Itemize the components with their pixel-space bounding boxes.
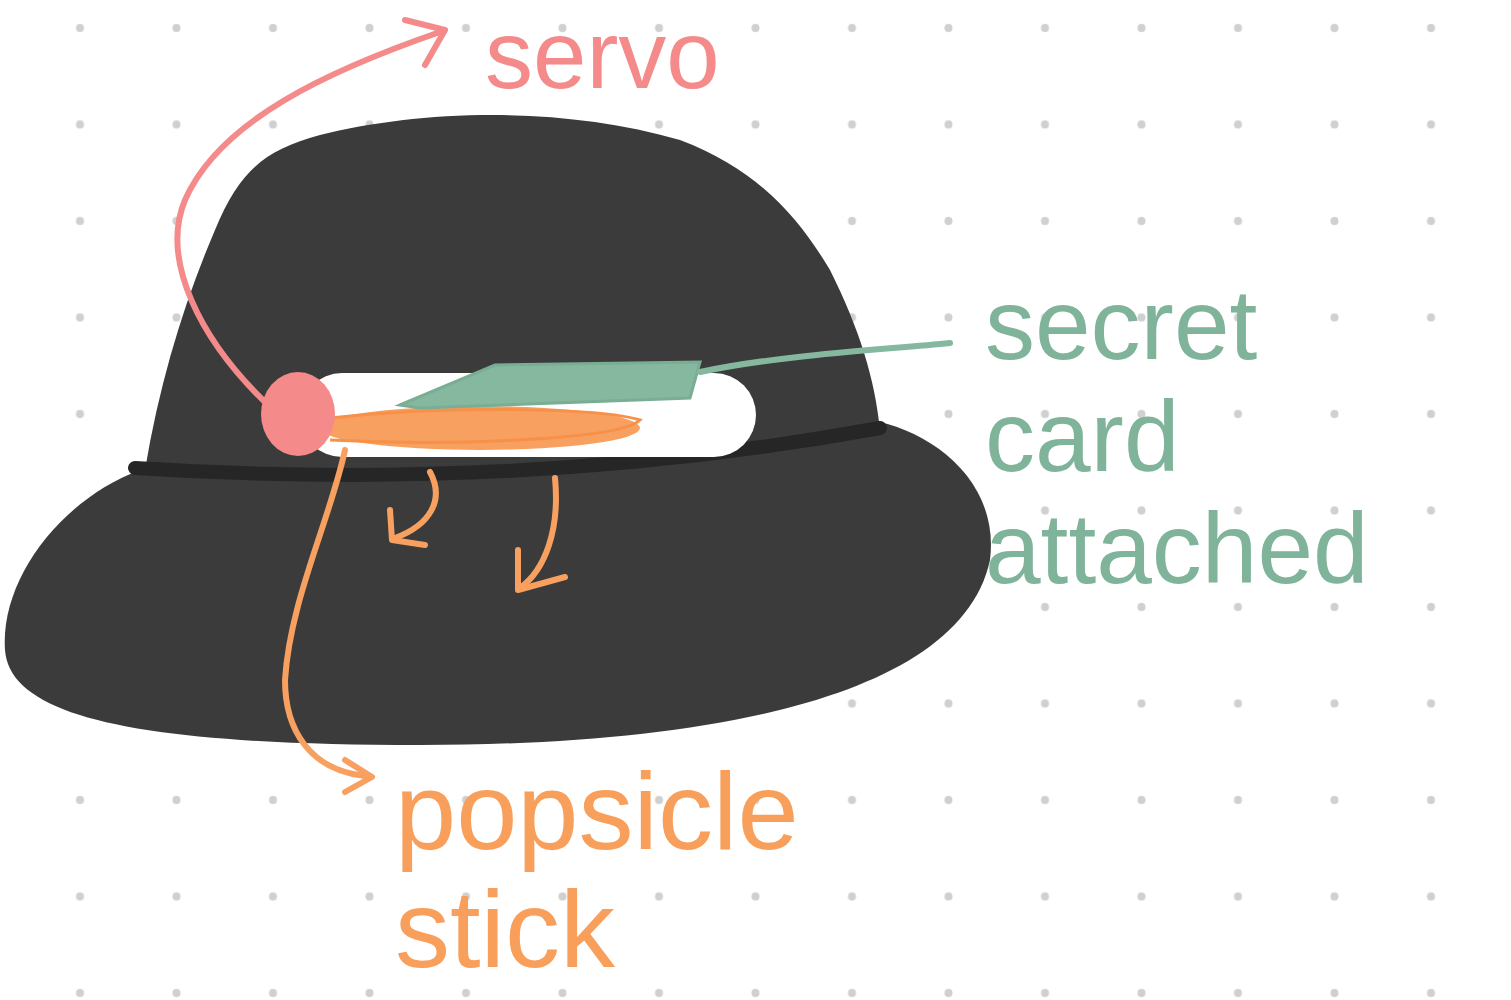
motion-arrow — [520, 478, 556, 588]
arrow-head — [345, 760, 372, 792]
servo-label: servo — [485, 5, 805, 105]
leader-line — [285, 450, 365, 776]
hat-crown — [145, 115, 880, 470]
hat-brim — [5, 420, 991, 745]
leader-line — [178, 32, 440, 405]
popsicle-stick — [320, 406, 640, 450]
servo-circle — [261, 372, 335, 456]
motion-arrow — [395, 472, 436, 538]
stick-label: popsicle stick — [395, 752, 855, 988]
card-label: secret card attached — [985, 268, 1405, 604]
arrow-head — [518, 550, 565, 590]
arrow-head — [405, 20, 445, 65]
arrow-head — [390, 510, 425, 545]
stick-scribble — [330, 410, 640, 443]
secret-card — [400, 362, 700, 408]
leader-line — [700, 343, 950, 372]
